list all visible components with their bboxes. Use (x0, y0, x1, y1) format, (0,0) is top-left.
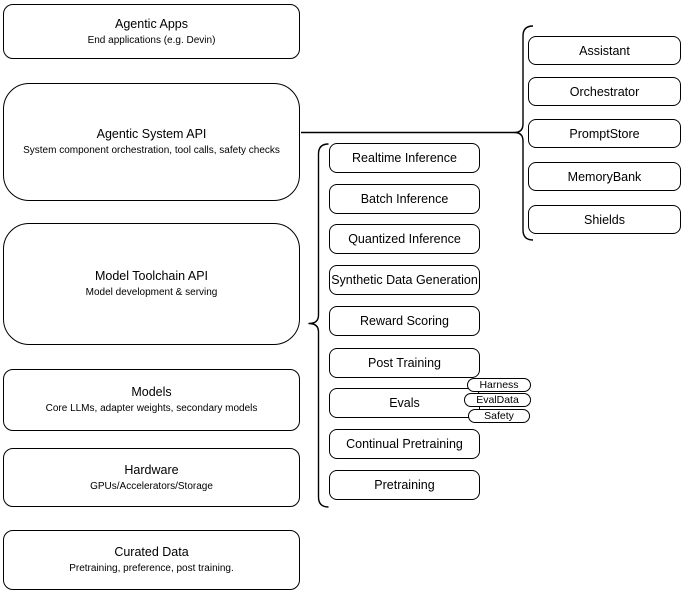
node-assistant: Assistant (528, 36, 681, 65)
node-promptstore: PromptStore (528, 119, 681, 148)
node-quantized-inference: Quantized Inference (329, 224, 480, 254)
node-evals: Evals (329, 388, 480, 418)
node-realtime-inference: Realtime Inference (329, 143, 480, 173)
node-model-toolchain-api: Model Toolchain API Model development & … (3, 223, 300, 345)
node-post-training: Post Training (329, 348, 480, 378)
node-subtitle: Pretraining, preference, post training. (69, 563, 234, 574)
node-models: Models Core LLMs, adapter weights, secon… (3, 369, 300, 431)
node-agentic-apps: Agentic Apps End applications (e.g. Devi… (3, 4, 300, 59)
node-subtitle: Core LLMs, adapter weights, secondary mo… (45, 403, 258, 414)
node-subtitle: GPUs/Accelerators/Storage (90, 480, 213, 492)
node-orchestrator: Orchestrator (528, 77, 681, 106)
node-memorybank: MemoryBank (528, 162, 681, 191)
node-subtitle: End applications (e.g. Devin) (87, 34, 216, 46)
node-continual-pretraining: Continual Pretraining (329, 429, 480, 459)
brace-toolchain (308, 143, 329, 508)
node-shields: Shields (528, 205, 681, 234)
node-batch-inference: Batch Inference (329, 184, 480, 214)
node-synthetic-data-generation: Synthetic Data Generation (329, 265, 480, 295)
pill-harness: Harness (467, 378, 531, 392)
node-subtitle: Model development & serving (85, 287, 218, 298)
node-pretraining: Pretraining (329, 470, 480, 500)
node-hardware: Hardware GPUs/Accelerators/Storage (3, 448, 300, 507)
node-title: Models (131, 385, 172, 399)
node-title: Model Toolchain API (94, 269, 209, 283)
pill-safety: Safety (468, 409, 530, 423)
node-reward-scoring: Reward Scoring (329, 306, 480, 336)
node-title: Hardware (124, 462, 179, 477)
pill-evaldata: EvalData (464, 393, 531, 407)
node-agentic-system-api: Agentic System API System component orch… (3, 83, 300, 201)
node-subtitle: System component orchestration, tool cal… (23, 145, 280, 156)
node-title: Agentic Apps (115, 16, 188, 31)
node-curated-data: Curated Data Pretraining, preference, po… (3, 530, 300, 590)
node-title: Agentic System API (96, 127, 207, 141)
node-title: Curated Data (114, 545, 189, 559)
